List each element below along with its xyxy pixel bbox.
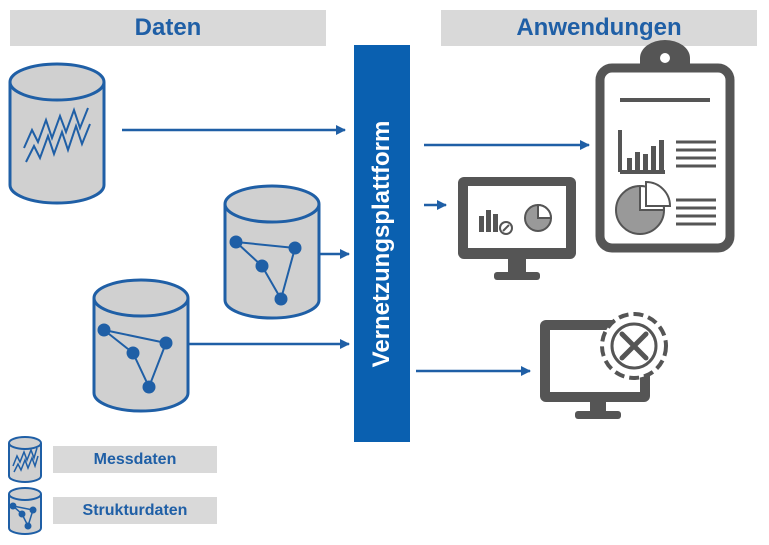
legend-structure-icon	[8, 487, 42, 535]
header-data: Daten	[10, 10, 326, 46]
header-applications: Anwendungen	[441, 10, 757, 46]
structure-db-icon-2	[92, 278, 190, 413]
report-clipboard-icon	[595, 40, 735, 253]
legend-measurement-label: Messdaten	[53, 446, 217, 473]
analytics-monitor-icon	[458, 177, 576, 280]
legend-measurement-icon	[8, 436, 42, 483]
structure-db-icon-1	[223, 184, 321, 320]
settings-monitor-icon	[540, 312, 668, 419]
legend-structure-label: Strukturdaten	[53, 497, 217, 524]
platform-bar: Vernetzungsplattform	[354, 45, 410, 442]
measurement-db-icon	[8, 62, 106, 205]
